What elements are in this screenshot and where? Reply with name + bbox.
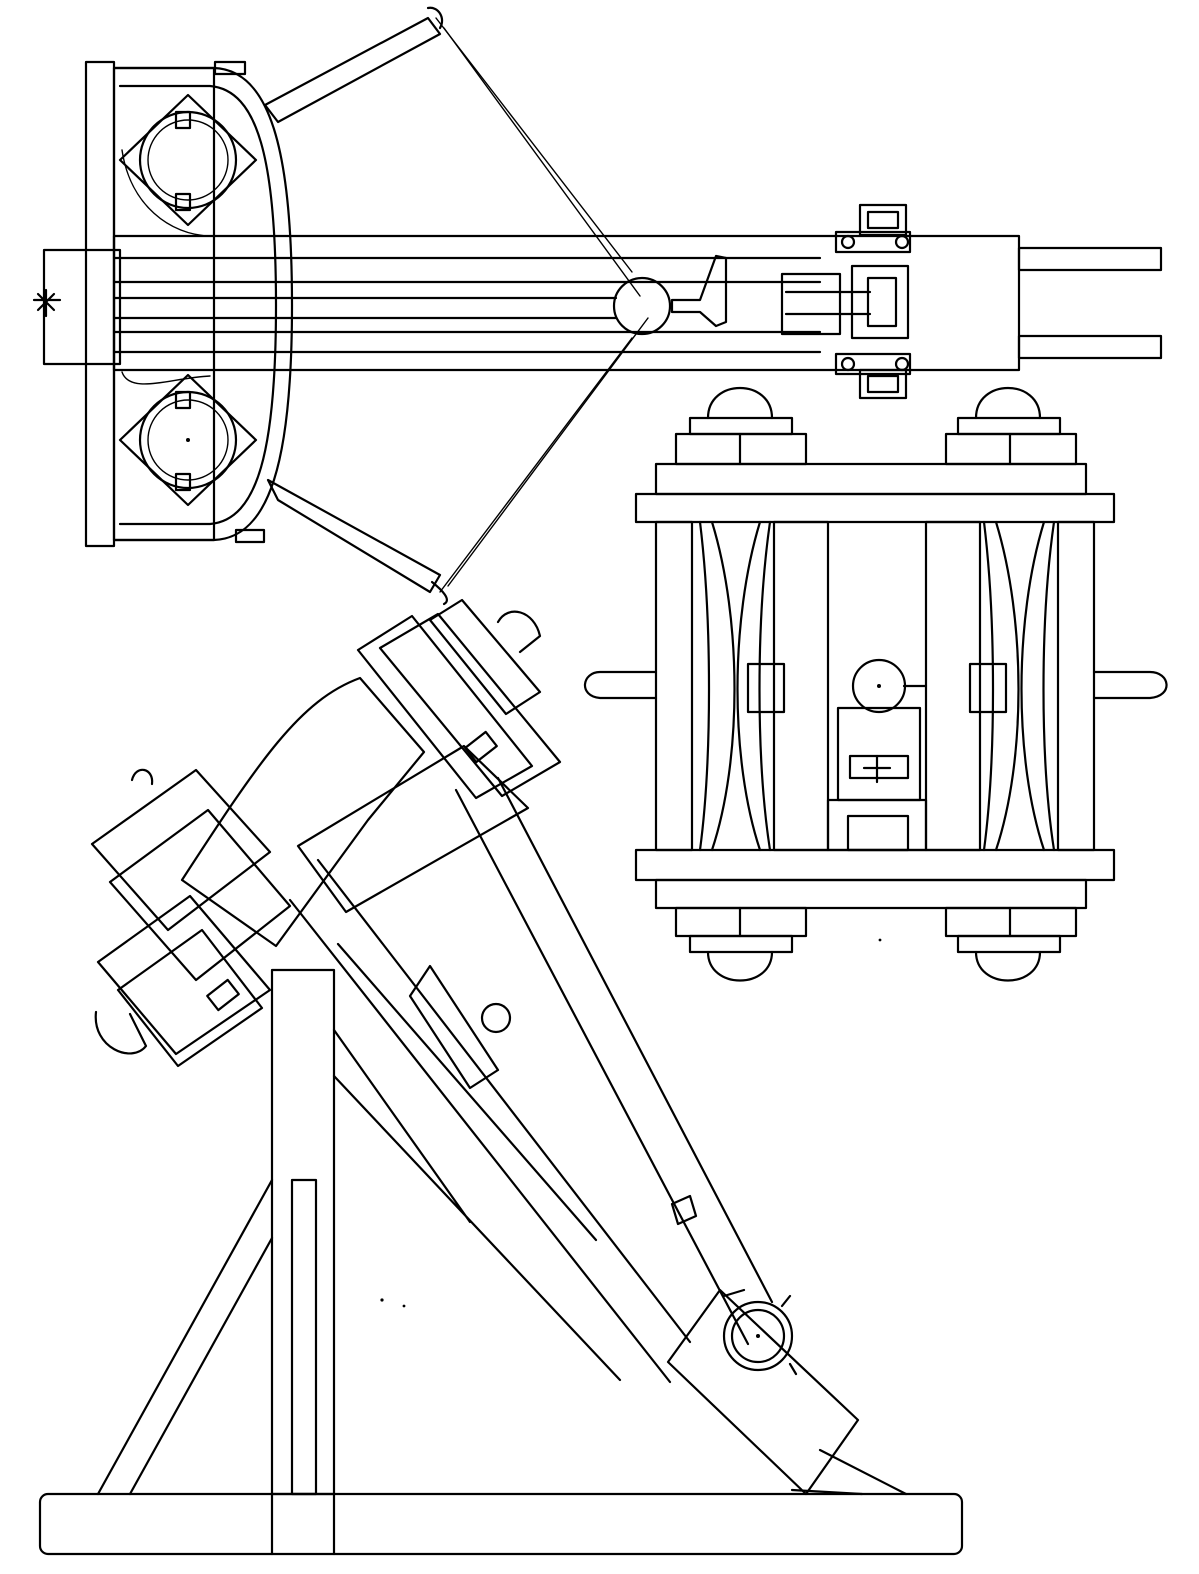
top-view-arm-upper	[263, 16, 442, 124]
top-view-arm-lower	[266, 478, 442, 594]
front-view-post-outer-left	[654, 520, 694, 852]
top-view-slide-body	[112, 234, 1021, 372]
top-view-missile-ball	[612, 276, 672, 336]
front-view-slide-base	[826, 798, 928, 852]
speck	[402, 1304, 406, 1308]
front-view-top-beam-lower	[634, 492, 1116, 524]
front-view-missile-center	[877, 684, 881, 688]
top-view-frame-rear-plank	[84, 60, 116, 548]
front-view-arm-right	[968, 662, 1008, 714]
top-view-frame-side-plate	[112, 66, 216, 542]
front-view-bottom-caps	[674, 906, 1078, 982]
top-view-frame-curve-outer	[112, 66, 294, 542]
side-view-strut-foot	[790, 1448, 908, 1496]
front-view-handle-right	[1092, 670, 1168, 700]
side-view-upright-post	[270, 968, 336, 1496]
top-view	[32, 6, 1163, 606]
side-view-front-strut	[454, 776, 774, 1346]
top-view-bracket-bottom	[234, 528, 266, 544]
top-view-slide-rails	[112, 256, 822, 354]
side-view-frame-head	[90, 598, 562, 1068]
side-view-winch-pawl	[670, 1194, 798, 1376]
front-view-spring-left	[698, 520, 772, 852]
top-view-slide-extension-lower	[1017, 334, 1163, 360]
top-view-stock-rear	[42, 248, 122, 366]
side-view-upright-inner	[290, 1178, 318, 1496]
front-view-top-caps	[674, 386, 1078, 466]
top-view-slider-rods	[784, 290, 872, 316]
top-view-arm-tip-lower	[430, 580, 448, 606]
top-view-bracket-top	[213, 60, 247, 76]
front-view-slider-block	[836, 706, 922, 802]
top-view-spring-bundle-lower	[118, 371, 258, 507]
front-view-handle-left	[583, 670, 658, 700]
side-view-slide-upper	[288, 858, 692, 1384]
side-view	[38, 598, 964, 1556]
front-view-trigger-pin	[862, 754, 892, 784]
side-view-winch-gear	[722, 1300, 794, 1372]
top-view-bowstring-lower-a	[439, 337, 633, 593]
side-view-winch-box	[666, 1288, 860, 1496]
front-view-arm-left	[746, 662, 786, 714]
top-view-winch	[834, 203, 912, 400]
top-view-stock-rear-pin	[32, 288, 62, 318]
side-view-slide-lower	[332, 942, 622, 1382]
top-view-frame-curve-inner	[118, 84, 278, 526]
side-view-winch-drum	[730, 1308, 786, 1364]
front-view-post-outer-right	[1056, 520, 1096, 852]
front-view-bottom-beam-lower	[654, 878, 1088, 910]
side-view-slide-block	[408, 964, 500, 1090]
side-view-missile-ball	[480, 1002, 512, 1034]
top-view-arm-tip-upper	[426, 6, 444, 30]
front-view-post-inner-left	[772, 520, 830, 852]
front-view-spring-right	[982, 520, 1056, 852]
side-view-base	[38, 1492, 964, 1556]
top-view-bowstring-upper-a	[435, 17, 633, 273]
front-view-post-inner-right	[924, 520, 982, 852]
front-view	[583, 386, 1168, 982]
top-view-slide-extension-upper	[1017, 246, 1163, 272]
speck	[380, 1298, 384, 1302]
top-view-trigger-claw	[670, 254, 728, 328]
side-view-base-joint	[270, 1492, 336, 1556]
side-view-rear-strut	[96, 1178, 274, 1496]
top-view-bowstring-lower-b	[447, 317, 649, 587]
top-view-slider-block	[780, 272, 842, 336]
front-view-trigger-box	[848, 754, 910, 780]
speck	[878, 938, 882, 942]
front-view-top-beam-upper	[654, 462, 1088, 496]
side-view-winch-axle	[756, 1334, 760, 1338]
front-view-bottom-beam-upper	[634, 848, 1116, 882]
top-view-bowstring-upper-b	[443, 27, 641, 297]
top-view-spring-bundle-upper	[118, 93, 258, 237]
front-view-slide-groove	[846, 814, 910, 852]
